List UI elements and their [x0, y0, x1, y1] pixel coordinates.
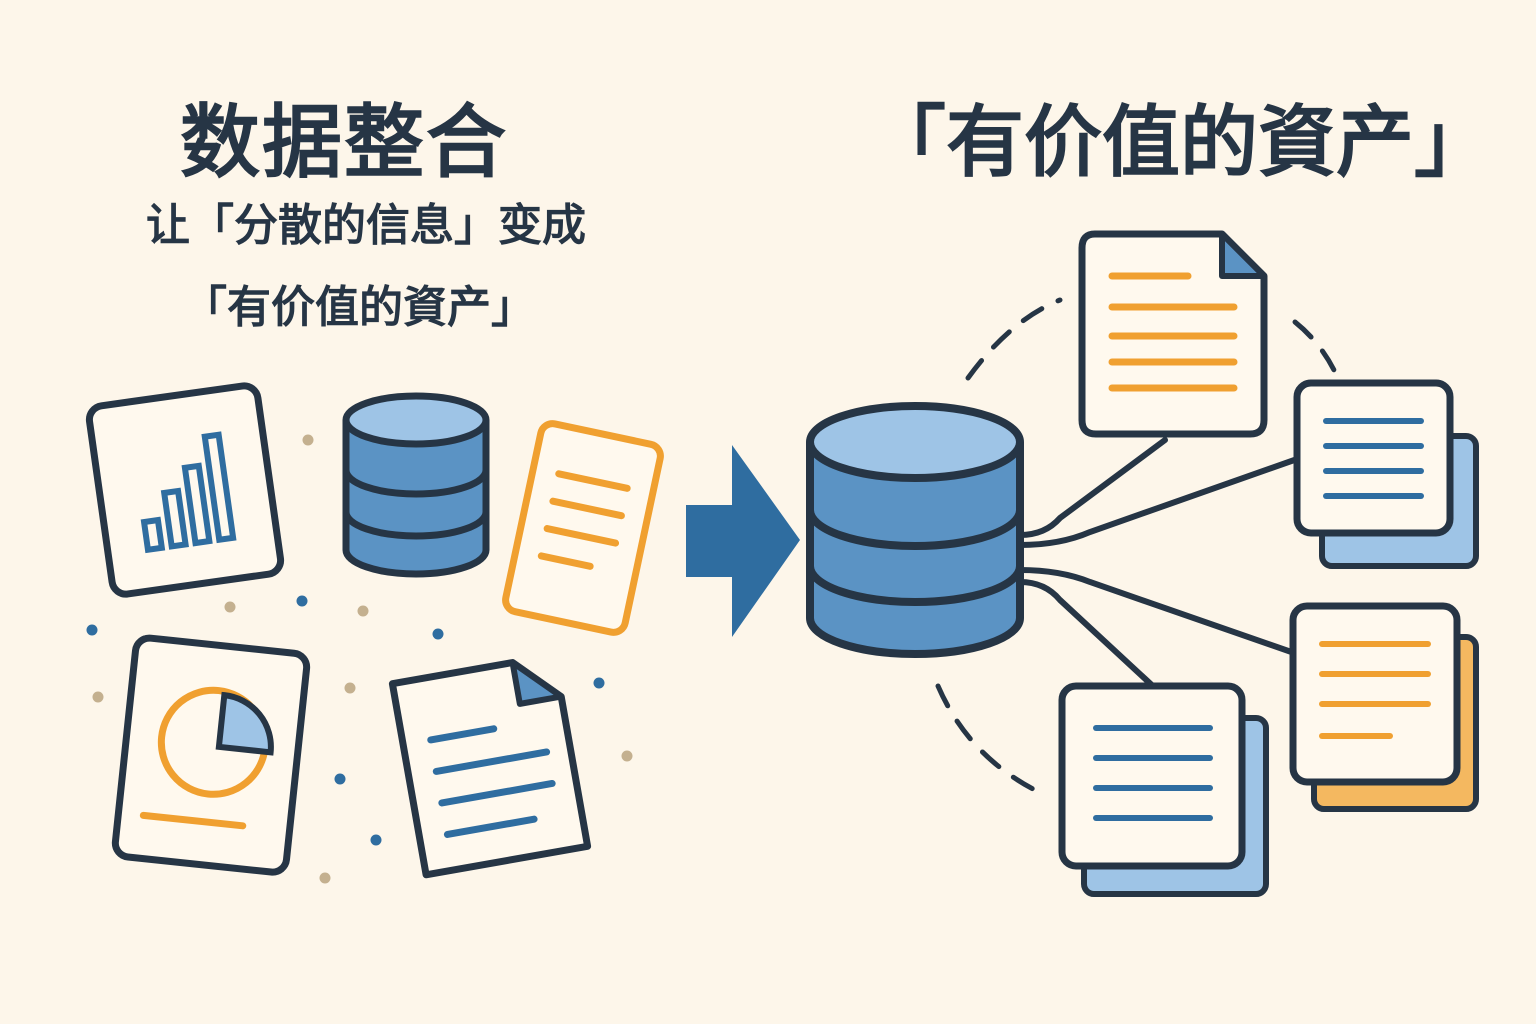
output-stacked-blue-document-icon-2: [1058, 682, 1269, 897]
subtitle-line-2: 「有价值的資产」: [183, 282, 535, 333]
output-stacked-blue-document-icon: [1293, 379, 1479, 569]
bar-chart-document-icon: [85, 382, 285, 598]
text-document-icon: [502, 420, 664, 636]
pie-chart-document-icon: [111, 634, 311, 876]
output-folded-document-icon: [1078, 230, 1268, 438]
database-icon: [342, 392, 490, 578]
assets-title: 「有价值的資产」: [868, 98, 1493, 188]
main-title: 数据整合: [180, 96, 508, 189]
hub-database-icon: [806, 402, 1024, 658]
scatter-dots: [86, 434, 633, 884]
connector-lines: [1017, 437, 1303, 691]
arrow-right-icon: [686, 445, 800, 637]
output-stacked-orange-document-icon: [1289, 602, 1479, 812]
subtitle-line-1: 让「分散的信息」变成: [146, 200, 586, 251]
dashed-orbit: [935, 297, 1338, 798]
folded-document-icon: [388, 659, 592, 879]
